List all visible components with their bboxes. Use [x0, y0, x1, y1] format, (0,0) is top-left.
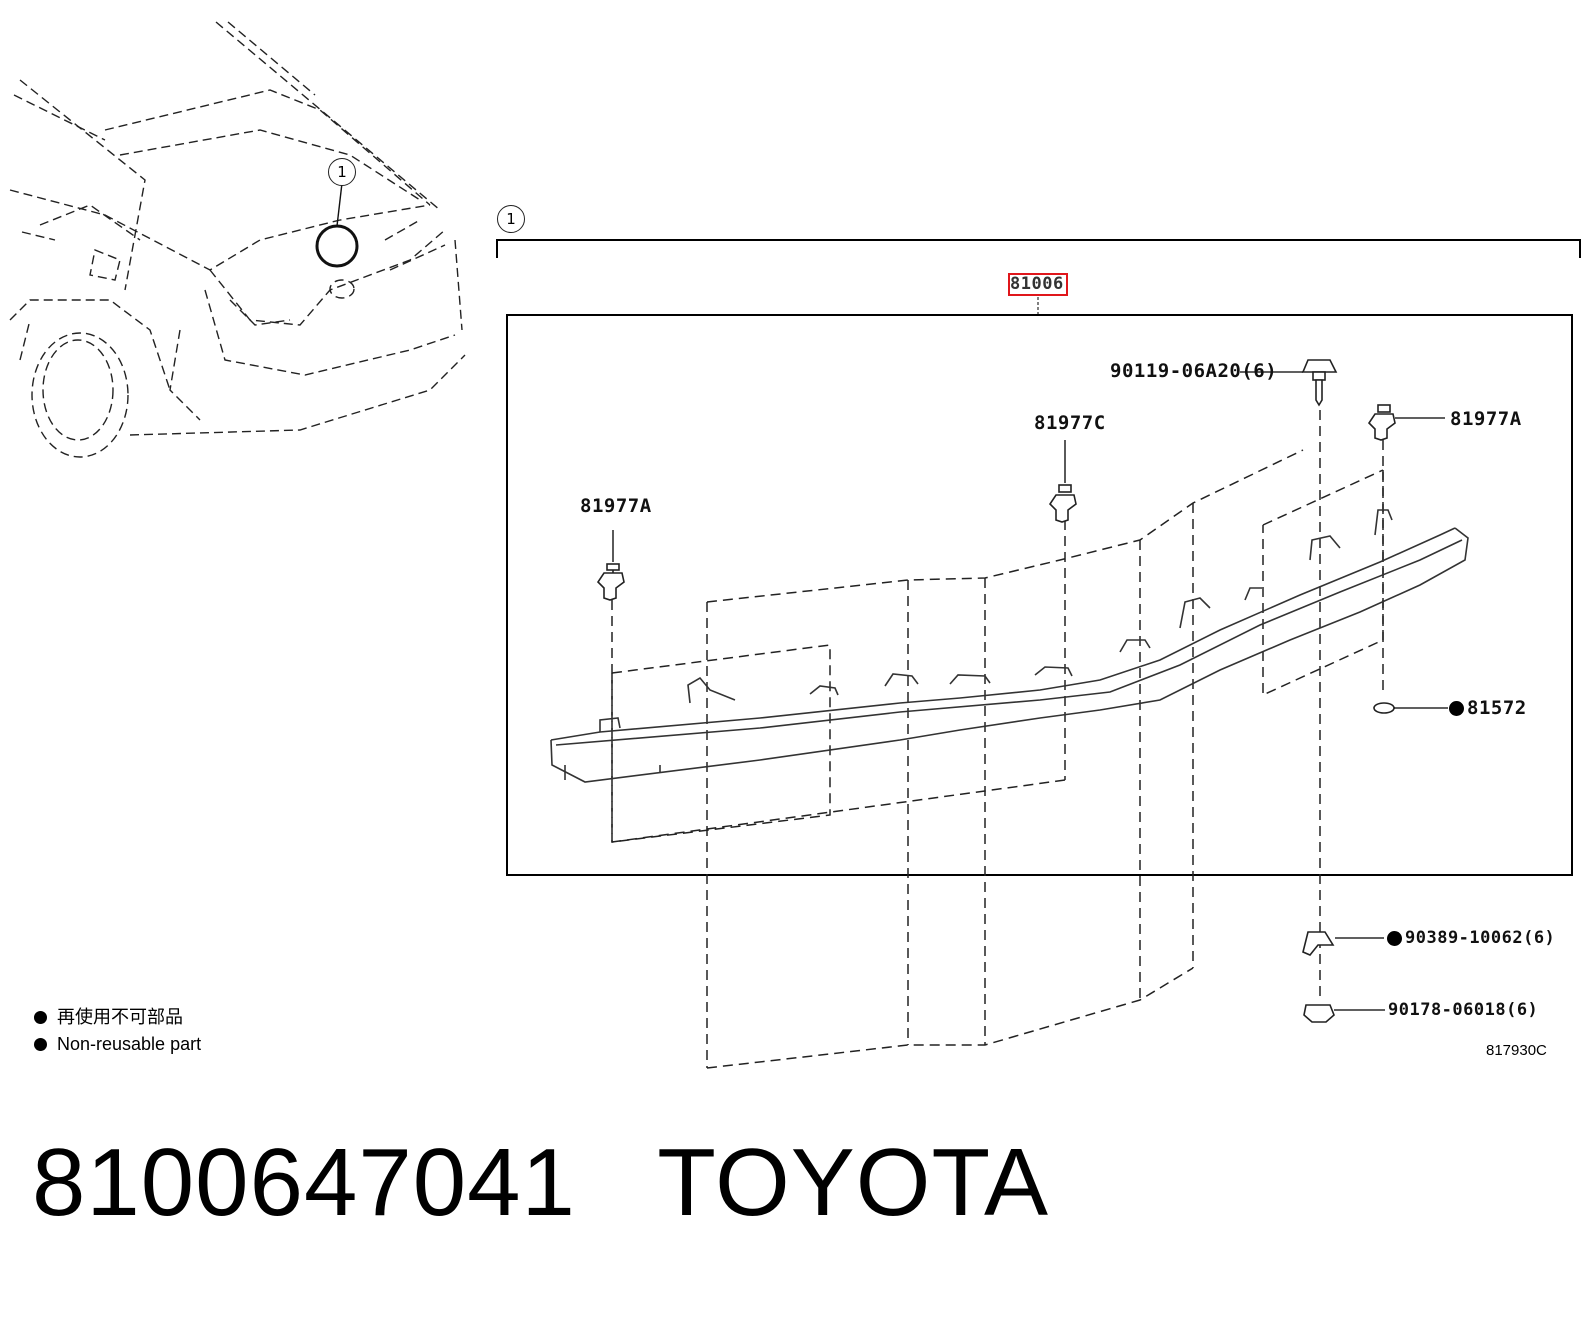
legend-row-en: Non-reusable part — [34, 1033, 201, 1055]
callout-nut-bottom[interactable]: 90178-06018(6) — [1388, 1000, 1539, 1020]
callout-clip-right[interactable]: 81977A — [1450, 408, 1522, 430]
non-reusable-dot-nut — [1387, 931, 1402, 946]
group-marker: 1 — [497, 205, 525, 233]
legend-text-en: Non-reusable part — [57, 1034, 202, 1054]
footer-brand: TOYOTA — [657, 1129, 1050, 1236]
callout-nut-mid[interactable]: 90389-10062(6) — [1405, 928, 1556, 948]
footer-title: 8100647041 TOYOTA — [32, 1128, 1049, 1238]
callout-bolt-top[interactable]: 90119-06A20(6) — [1110, 360, 1278, 382]
callout-clip-left[interactable]: 81977A — [580, 495, 652, 517]
main-part-highlight — [1008, 273, 1068, 296]
callout-clip-center[interactable]: 81977C — [1034, 412, 1106, 434]
legend-text-jp: 再使用不可部品 — [57, 1007, 183, 1027]
overview-marker: 1 — [328, 158, 356, 186]
diagram-code: 817930C — [1486, 1042, 1547, 1059]
vehicle-rear-sketch — [9, 21, 466, 458]
legend-row-jp: 再使用不可部品 — [34, 1006, 183, 1028]
main-part-number[interactable]: 81006 — [1010, 274, 1064, 294]
legend-dot-icon — [34, 1038, 47, 1051]
footer-part-number: 8100647041 — [32, 1129, 576, 1236]
callout-seal[interactable]: 81572 — [1467, 697, 1527, 719]
legend-dot-icon — [34, 1011, 47, 1024]
non-reusable-dot-seal — [1449, 701, 1464, 716]
